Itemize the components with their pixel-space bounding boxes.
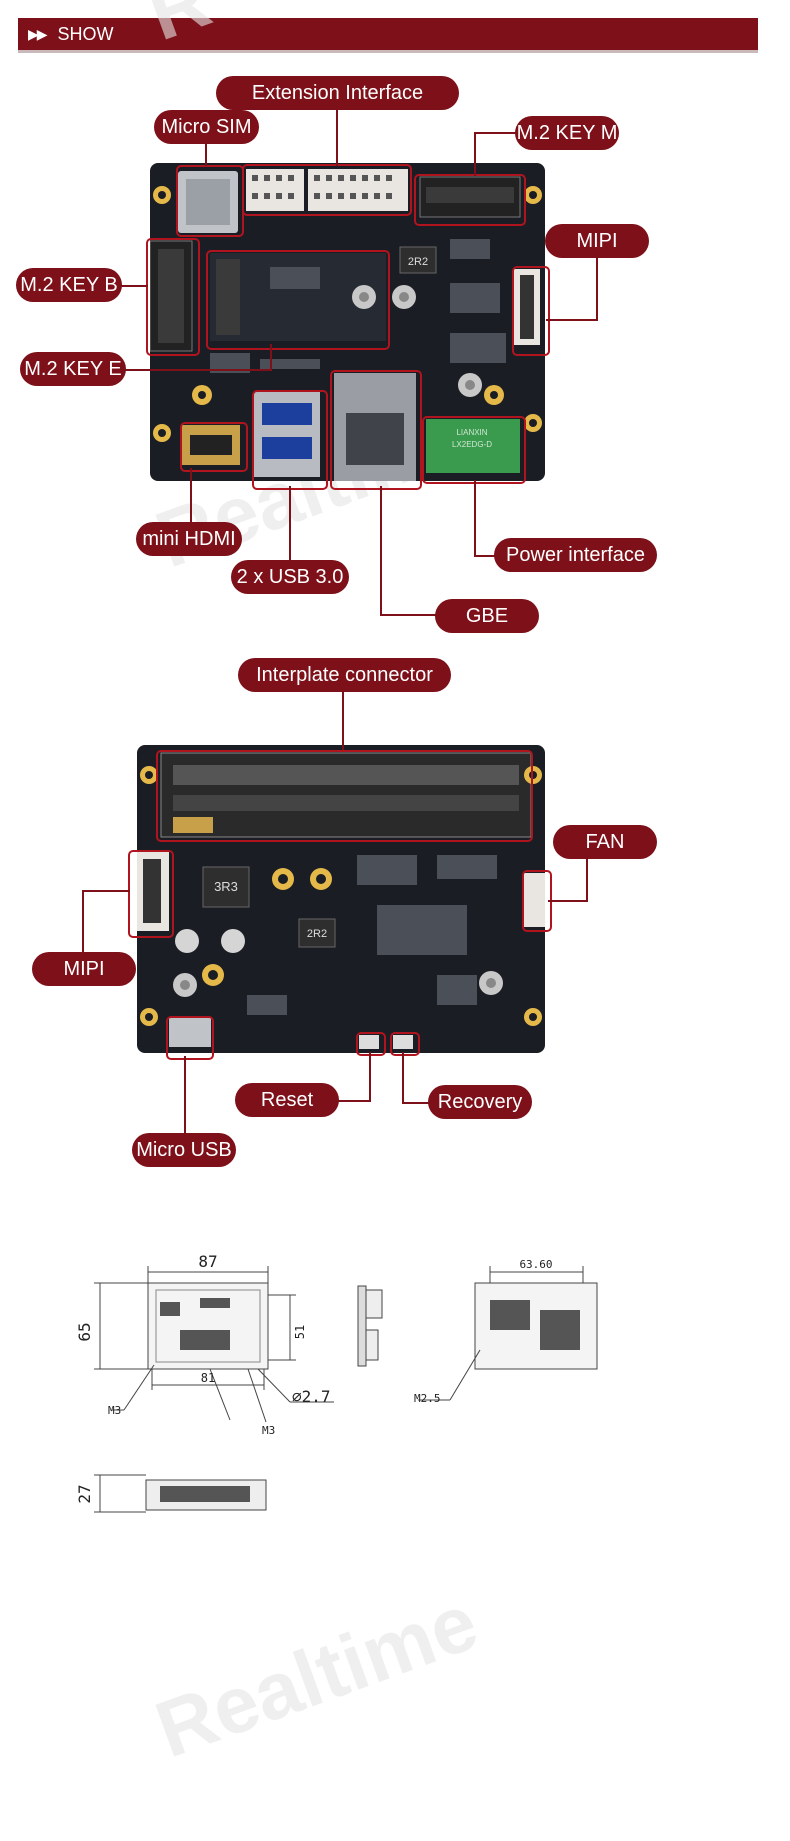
highlight-m2-key-m xyxy=(414,174,526,226)
label-mipi-bottom: MIPI xyxy=(32,952,136,986)
leader-hdmi xyxy=(190,468,192,526)
leader-usb xyxy=(289,486,291,564)
section-title: SHOW xyxy=(57,23,114,44)
highlight-m2-key-e xyxy=(206,250,390,350)
leader-mipi-b-h xyxy=(82,890,130,892)
label-mipi-top: MIPI xyxy=(545,224,649,258)
label-extension-interface: Extension Interface xyxy=(216,76,459,110)
leader-recovery-v xyxy=(402,1052,404,1104)
highlight-m2-key-b xyxy=(146,238,200,356)
label-micro-usb: Micro USB xyxy=(132,1133,236,1167)
label-recovery: Recovery xyxy=(428,1085,532,1119)
dim-m3-mid: M3 xyxy=(262,1424,275,1437)
leader-micro-sim xyxy=(205,140,207,166)
leader-mipi-b-v xyxy=(82,890,84,956)
leader-m2m-v xyxy=(474,132,476,176)
dim-back-width: 63.60 xyxy=(519,1258,552,1271)
label-gbe: GBE xyxy=(435,599,539,633)
leader-extension xyxy=(336,104,338,166)
highlight-micro-usb xyxy=(166,1016,214,1060)
board-bottom-view: 3R3 2R2 xyxy=(137,745,545,1053)
board-top-view: 2R2 LIANXIN LX2EDG-D xyxy=(150,163,545,481)
highlight-gbe xyxy=(330,370,422,490)
leader-power-h xyxy=(474,555,498,557)
leader-mipi-h xyxy=(546,319,598,321)
board-top-graphic: 2R2 LIANXIN LX2EDG-D xyxy=(150,169,542,481)
highlight-power xyxy=(422,416,526,484)
highlight-mini-hdmi xyxy=(180,422,248,472)
terminal-brand: LIANXIN xyxy=(456,428,487,437)
highlight-mipi-bottom xyxy=(128,850,174,938)
dim-width: 87 xyxy=(198,1252,217,1271)
highlight-usb xyxy=(252,390,328,490)
label-power-interface: Power interface xyxy=(494,538,657,572)
arrow-icons: ▶▶ xyxy=(28,25,47,42)
label-m2-key-b: M.2 KEY B xyxy=(16,268,122,302)
leader-gbe-v xyxy=(380,486,382,616)
label-micro-sim: Micro SIM xyxy=(154,110,259,144)
label-fan: FAN xyxy=(553,825,657,859)
inductor-mark-bottom-a: 3R3 xyxy=(214,879,238,894)
highlight-interplate xyxy=(156,750,533,842)
label-m2-key-m: M.2 KEY M xyxy=(515,116,619,150)
section-header: ▶▶ SHOW xyxy=(18,18,758,53)
leader-fan-h xyxy=(548,900,588,902)
label-mini-hdmi: mini HDMI xyxy=(136,522,242,556)
leader-interplate xyxy=(342,688,344,750)
leader-m2m-h xyxy=(474,132,518,134)
highlight-reset xyxy=(356,1032,386,1056)
leader-fan-v xyxy=(586,858,588,902)
leader-m2e-v xyxy=(270,344,272,371)
leader-micro-usb xyxy=(184,1056,186,1136)
leader-m2b xyxy=(118,285,148,287)
dim-height: 65 xyxy=(75,1322,94,1341)
leader-reset-h xyxy=(338,1100,371,1102)
label-m2-key-e: M.2 KEY E xyxy=(20,352,126,386)
terminal-model: LX2EDG-D xyxy=(452,440,492,449)
leader-power-v xyxy=(474,480,476,556)
highlight-extension xyxy=(242,164,412,216)
leader-gbe-h xyxy=(380,614,438,616)
dim-m3-left: M3 xyxy=(108,1404,121,1417)
highlight-recovery xyxy=(390,1032,420,1056)
leader-m2e-h xyxy=(124,369,272,371)
board-bottom-graphic: 3R3 2R2 xyxy=(137,752,545,1049)
dim-thickness: 27 xyxy=(75,1484,94,1503)
leader-mipi-v xyxy=(596,256,598,320)
leader-reset-v xyxy=(369,1052,371,1102)
label-usb30: 2 x USB 3.0 xyxy=(231,560,349,594)
label-interplate-connector: Interplate connector xyxy=(238,658,451,692)
dim-inner-width: 81 xyxy=(201,1371,215,1385)
dim-inner-height: 51 xyxy=(293,1325,307,1339)
inductor-mark-top: 2R2 xyxy=(408,256,428,268)
highlight-micro-sim xyxy=(176,165,244,237)
dim-m25: M2.5 xyxy=(414,1392,441,1405)
inductor-mark-bottom-b: 2R2 xyxy=(307,928,327,940)
leader-recovery-h xyxy=(402,1102,430,1104)
label-reset: Reset xyxy=(235,1083,339,1117)
dimension-drawings: 87 65 51 81 M3 M3 ∅2.7 63.60 M2.5 27 xyxy=(75,1252,598,1513)
highlight-mipi-top xyxy=(512,266,550,356)
dim-hole: ∅2.7 xyxy=(292,1387,331,1406)
